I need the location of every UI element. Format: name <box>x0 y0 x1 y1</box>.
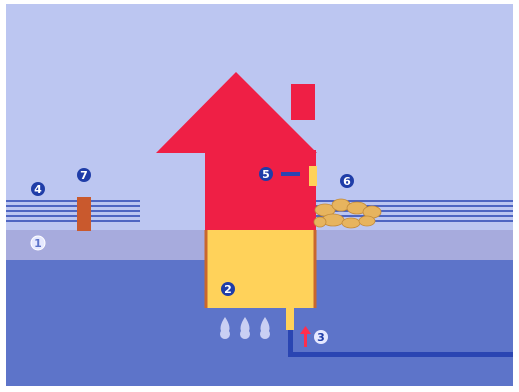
badge-5-label: 5 <box>262 168 270 181</box>
house-body <box>205 150 316 232</box>
badge-2-label: 2 <box>224 283 232 296</box>
badge-5: 5 <box>259 167 273 181</box>
badge-3: 3 <box>314 330 328 344</box>
badge-1: 1 <box>31 236 45 250</box>
badge-2: 2 <box>221 282 235 296</box>
badge-1-label: 1 <box>34 237 42 250</box>
badge-7-label: 7 <box>80 169 88 182</box>
vent <box>309 166 317 186</box>
basement <box>205 230 316 308</box>
badge-7: 7 <box>77 168 91 182</box>
badge-3-label: 3 <box>317 331 325 344</box>
badge-4-label: 4 <box>34 183 42 196</box>
badge-6-label: 6 <box>343 175 351 188</box>
badge-6: 6 <box>340 174 354 188</box>
indicator-5 <box>281 172 300 176</box>
post <box>77 197 91 231</box>
chimney <box>291 84 315 120</box>
badge-4: 4 <box>31 182 45 196</box>
